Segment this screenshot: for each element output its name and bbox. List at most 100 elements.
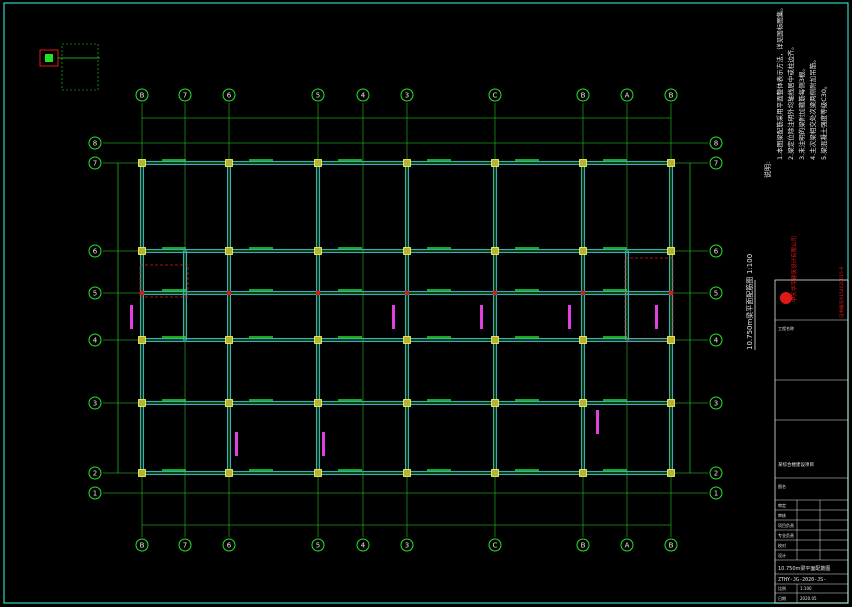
axis-bubble-right: 5	[709, 286, 723, 300]
svg-text:7: 7	[93, 160, 97, 168]
svg-text:A: A	[625, 542, 630, 550]
column	[667, 247, 675, 255]
svg-text:2: 2	[93, 470, 97, 478]
axis-bubble-right: 1	[709, 486, 723, 500]
svg-text:C: C	[493, 92, 498, 100]
note-line: 4.主次梁相交处次梁两侧附加吊筋。	[808, 56, 817, 160]
column-small	[227, 291, 231, 295]
signature-row-label: 设计	[778, 552, 786, 558]
column-small	[493, 291, 497, 295]
svg-text:3: 3	[93, 400, 97, 408]
svg-text:3: 3	[405, 542, 409, 550]
axis-bubble-left: 4	[88, 333, 102, 347]
svg-text:B: B	[669, 542, 674, 550]
svg-text:B: B	[581, 542, 586, 550]
column	[225, 336, 233, 344]
column	[225, 399, 233, 407]
svg-text:4: 4	[714, 337, 719, 345]
axis-bubble-right: 2	[709, 466, 723, 480]
column	[138, 247, 146, 255]
company-name: 中天华宇建筑设计有限公司	[790, 236, 798, 302]
column	[579, 159, 587, 167]
svg-text:B: B	[669, 92, 674, 100]
drawing-name-label: 图名	[778, 483, 786, 489]
column	[314, 159, 322, 167]
column	[579, 399, 587, 407]
column	[403, 336, 411, 344]
signature-row-label: 项目负责	[778, 522, 794, 528]
beam-annotation	[235, 432, 238, 456]
column	[314, 336, 322, 344]
signature-row-label: 审定	[778, 502, 786, 508]
column-small	[405, 291, 409, 295]
column-small	[140, 291, 144, 295]
drawing-title: 10.750m梁平面配筋图	[745, 277, 754, 350]
axis-bubble-top: B	[664, 88, 678, 102]
svg-text:1: 1	[714, 490, 718, 498]
date-label: 日期	[778, 595, 786, 601]
axis-bubble-left: 5	[88, 286, 102, 300]
column	[225, 159, 233, 167]
svg-text:5: 5	[316, 92, 320, 100]
drawing-number: ZTHY-JG-2020-JS-	[778, 577, 826, 583]
column-small	[581, 291, 585, 295]
axis-bubble-bottom: B	[135, 538, 149, 552]
general-notes: 说明: 1.本图梁配筋采用平面整体表示方法，详见国标图集。2.梁定位除注明外均轴…	[763, 4, 828, 178]
svg-text:8: 8	[93, 140, 97, 148]
beam-annotation	[480, 305, 483, 329]
column	[314, 247, 322, 255]
axis-bubble-bottom: A	[620, 538, 634, 552]
svg-text:3: 3	[714, 400, 718, 408]
svg-text:6: 6	[227, 542, 232, 550]
column	[403, 159, 411, 167]
column	[491, 336, 499, 344]
axis-bubble-bottom: 7	[178, 538, 192, 552]
column	[314, 469, 322, 477]
svg-text:4: 4	[361, 92, 366, 100]
axis-bubble-top: A	[620, 88, 634, 102]
beam-annotation	[322, 432, 325, 456]
svg-text:A: A	[625, 92, 630, 100]
svg-text:4: 4	[93, 337, 98, 345]
drawing-frame	[3, 2, 849, 604]
notes-heading: 说明:	[763, 162, 772, 178]
svg-text:6: 6	[93, 248, 98, 256]
column	[225, 469, 233, 477]
note-line: 1.本图梁配筋采用平面整体表示方法，详见国标图集。	[775, 4, 784, 160]
axis-bubble-top: 6	[222, 88, 236, 102]
svg-text:5: 5	[714, 290, 718, 298]
beam-annotation	[596, 410, 599, 434]
beam-secondary	[182, 250, 188, 341]
beam-annotation	[392, 305, 395, 329]
svg-text:6: 6	[227, 92, 232, 100]
title-block: 中天华宇建筑设计有限公司 证书编号A154020015-6 工程名称 某综合楼建…	[774, 236, 849, 604]
beam-annotation	[655, 305, 658, 329]
axis-bubble-bottom: 4	[356, 538, 370, 552]
axis-bubble-top: 7	[178, 88, 192, 102]
column	[138, 336, 146, 344]
svg-text:2: 2	[714, 470, 718, 478]
floor-plan	[103, 103, 708, 537]
svg-text:B: B	[581, 92, 586, 100]
column	[314, 399, 322, 407]
column	[667, 159, 675, 167]
svg-text:6: 6	[714, 248, 719, 256]
column	[138, 159, 146, 167]
axis-bubble-bottom: 6	[222, 538, 236, 552]
scale-value: 1:100	[800, 586, 812, 591]
axis-bubble-bottom: B	[576, 538, 590, 552]
svg-text:1: 1	[93, 490, 97, 498]
svg-text:4: 4	[361, 542, 366, 550]
axis-bubble-bottom: B	[664, 538, 678, 552]
column	[579, 336, 587, 344]
svg-text:C: C	[493, 542, 498, 550]
svg-text:B: B	[140, 542, 145, 550]
svg-text:7: 7	[183, 92, 187, 100]
column	[138, 469, 146, 477]
company-logo-icon	[780, 292, 792, 304]
certificate-number: 证书编号A154020015-6	[838, 267, 845, 318]
axis-bubble-top: 3	[400, 88, 414, 102]
axis-bubble-bottom: 3	[400, 538, 414, 552]
